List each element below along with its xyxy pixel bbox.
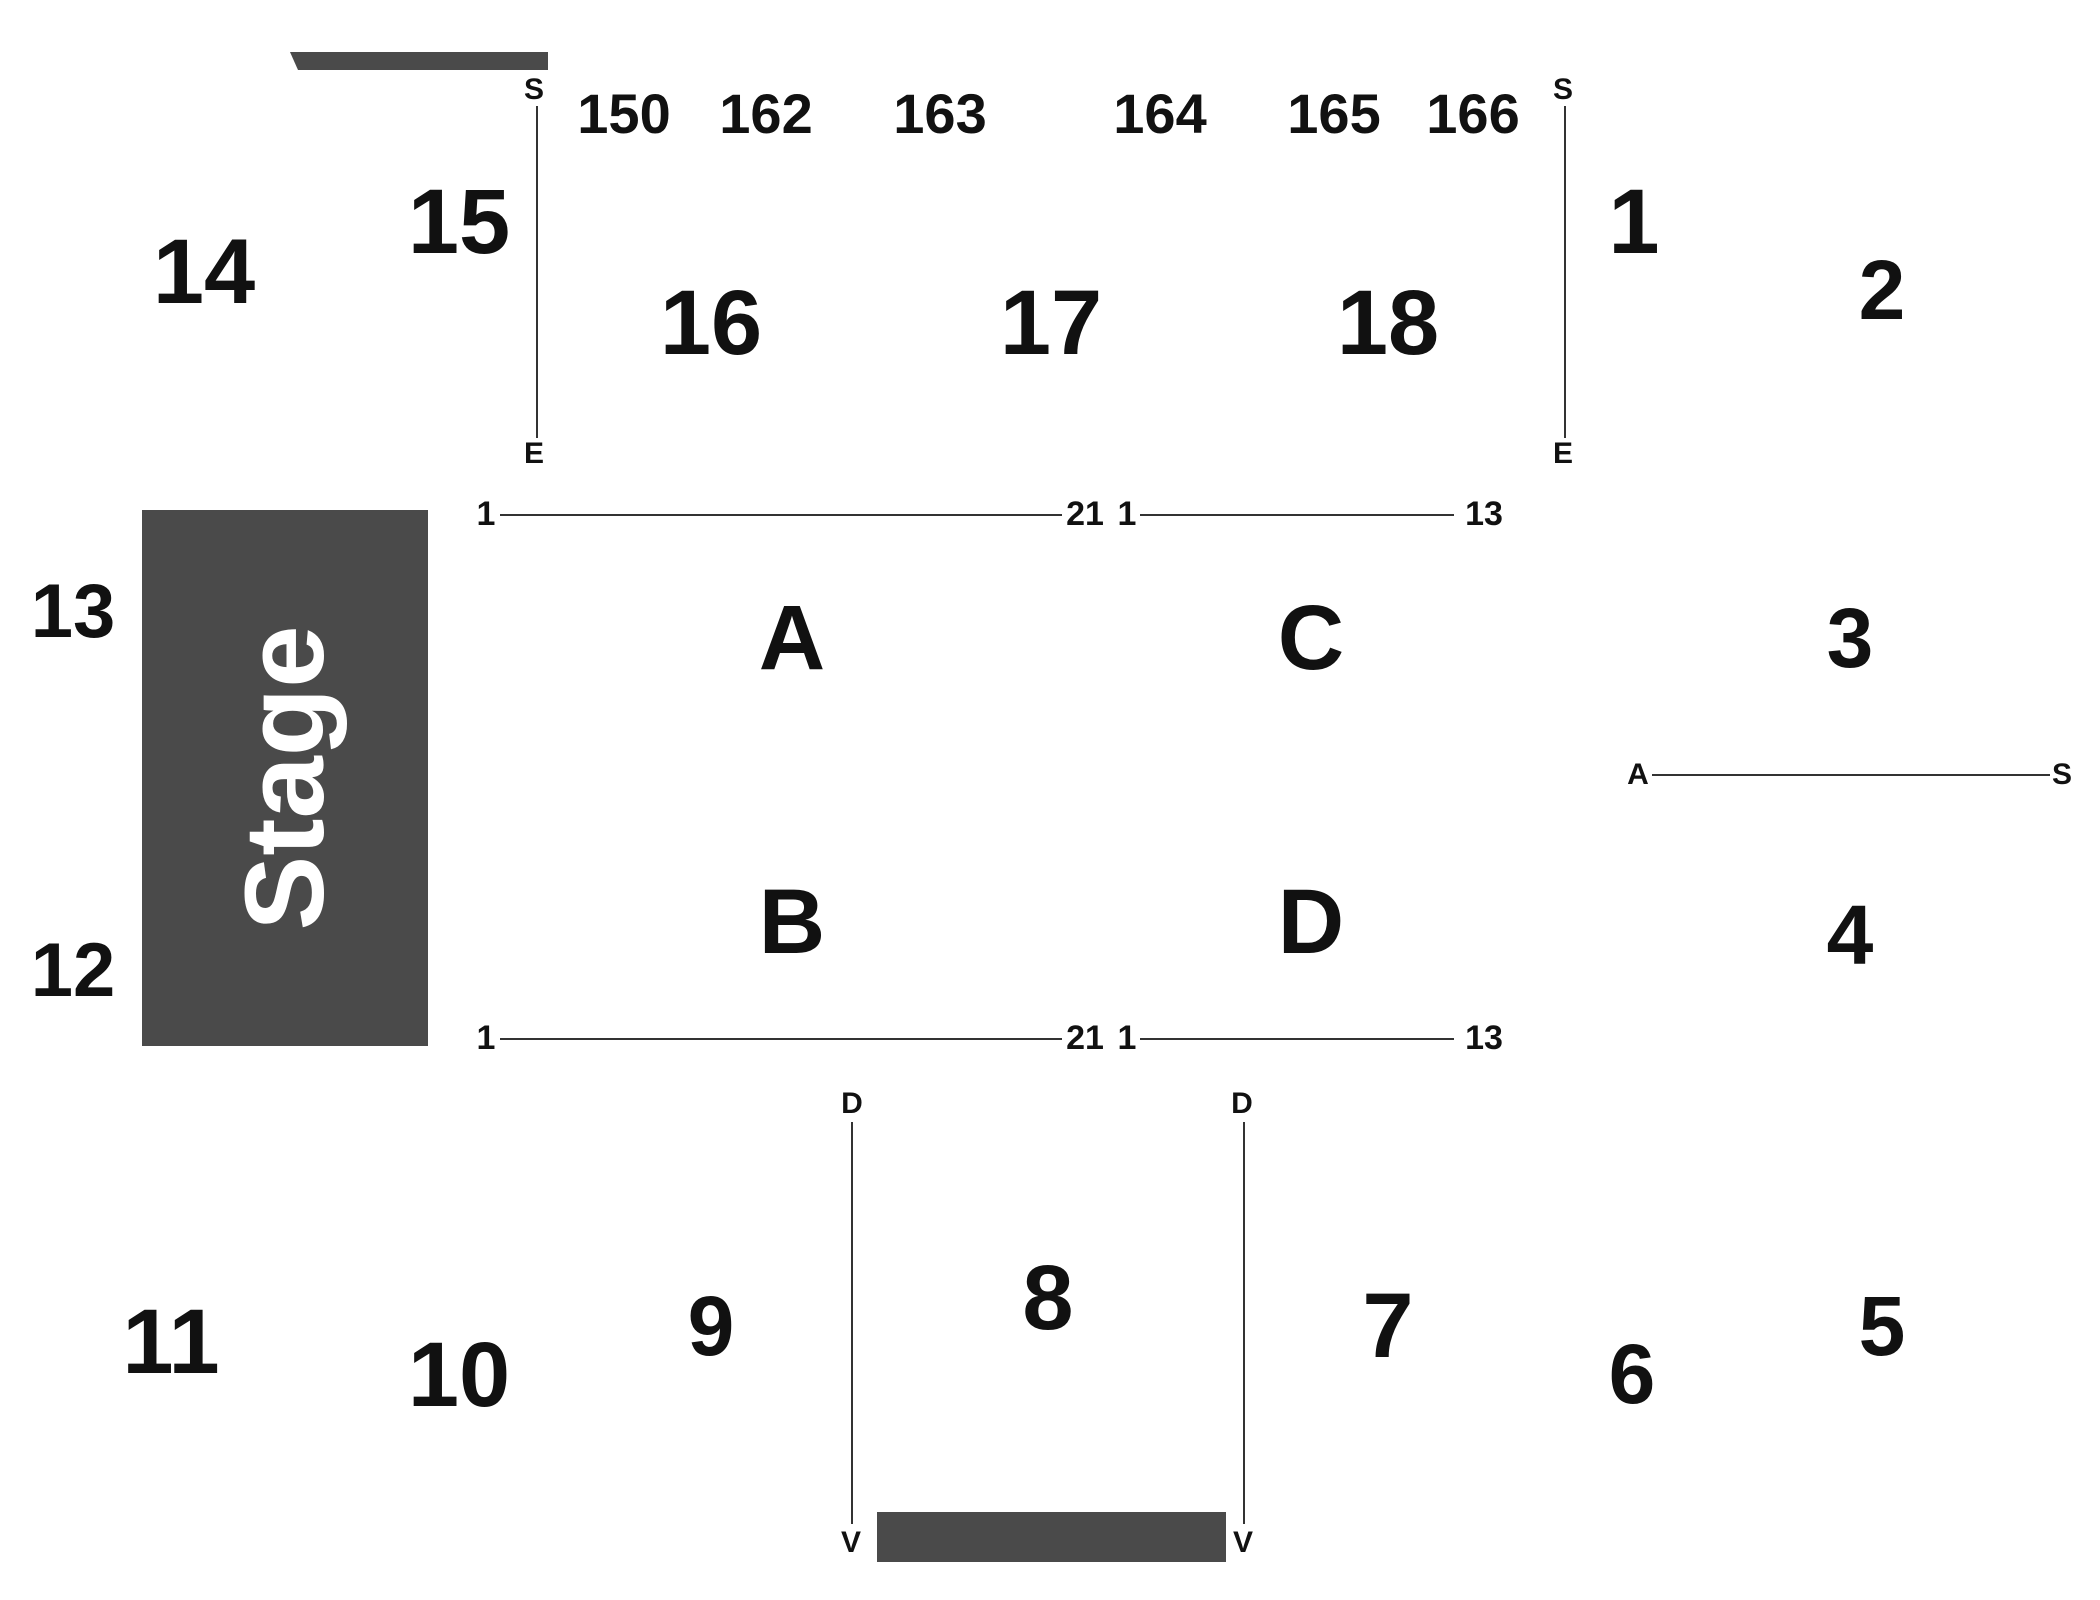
section-3[interactable]: 3 — [1826, 591, 1874, 685]
row-label-164[interactable]: 164 — [1113, 82, 1207, 145]
aisle-line-left — [536, 106, 538, 438]
section-7[interactable]: 7 — [1362, 1275, 1414, 1377]
section-2[interactable]: 2 — [1858, 243, 1906, 337]
row-label-162[interactable]: 162 — [719, 82, 813, 145]
section-9[interactable]: 9 — [687, 1279, 735, 1373]
section-5[interactable]: 5 — [1858, 1279, 1906, 1373]
seat-upper-cd-start: 1 — [1117, 495, 1137, 533]
marker-mid-right: S — [2051, 758, 2073, 791]
marker-bottom-left-bottom: V — [840, 1526, 862, 1559]
section-16[interactable]: 16 — [659, 272, 763, 374]
marker-right-top: S — [1552, 73, 1574, 106]
top-left-bar — [290, 52, 548, 70]
section-12[interactable]: 12 — [30, 928, 116, 1013]
bottom-bar — [877, 1512, 1226, 1562]
row-label-166[interactable]: 166 — [1426, 82, 1520, 145]
section-8[interactable]: 8 — [1022, 1247, 1074, 1349]
section-11[interactable]: 11 — [122, 1291, 220, 1393]
section-4[interactable]: 4 — [1826, 888, 1874, 982]
seat-upper-cd-end: 13 — [1465, 495, 1503, 533]
section-14[interactable]: 14 — [152, 221, 256, 323]
marker-right-bottom: E — [1552, 437, 1574, 470]
row-label-165[interactable]: 165 — [1287, 82, 1381, 145]
marker-bottom-right-top: D — [1231, 1087, 1253, 1120]
aisle-line-bottom-right — [1243, 1122, 1245, 1524]
floor-section-c[interactable]: C — [1277, 587, 1345, 689]
aisle-line-right — [1564, 106, 1566, 438]
row-line-upper-cd — [1140, 514, 1454, 516]
row-line-sections-3-4 — [1652, 774, 2050, 776]
seat-lower-ab-start: 1 — [476, 1019, 496, 1057]
marker-left-bottom: E — [523, 437, 545, 470]
marker-mid-left: A — [1627, 758, 1649, 791]
section-10[interactable]: 10 — [407, 1324, 511, 1426]
aisle-line-bottom-left — [851, 1122, 853, 1524]
section-15[interactable]: 15 — [407, 171, 511, 273]
seat-lower-ab-end: 21 — [1066, 1019, 1104, 1057]
stage-label: Stage — [222, 625, 347, 931]
row-line-upper-ab — [500, 514, 1062, 516]
seat-lower-cd-start: 1 — [1117, 1019, 1137, 1057]
section-6[interactable]: 6 — [1608, 1327, 1656, 1421]
row-line-lower-ab — [500, 1038, 1062, 1040]
stage[interactable]: Stage — [142, 510, 428, 1046]
seat-upper-ab-start: 1 — [476, 495, 496, 533]
row-label-150[interactable]: 150 — [577, 82, 671, 145]
seat-upper-ab-end: 21 — [1066, 495, 1104, 533]
floor-section-a[interactable]: A — [758, 587, 826, 689]
row-line-lower-cd — [1140, 1038, 1454, 1040]
row-label-163[interactable]: 163 — [893, 82, 987, 145]
marker-bottom-right-bottom: V — [1232, 1526, 1254, 1559]
section-1[interactable]: 1 — [1608, 171, 1660, 273]
marker-left-top: S — [523, 73, 545, 106]
section-17[interactable]: 17 — [999, 272, 1103, 374]
section-18[interactable]: 18 — [1336, 272, 1440, 374]
marker-bottom-left-top: D — [841, 1087, 863, 1120]
section-13[interactable]: 13 — [30, 569, 116, 654]
floor-section-b[interactable]: B — [758, 871, 826, 973]
floor-section-d[interactable]: D — [1277, 871, 1345, 973]
seat-lower-cd-end: 13 — [1465, 1019, 1503, 1057]
